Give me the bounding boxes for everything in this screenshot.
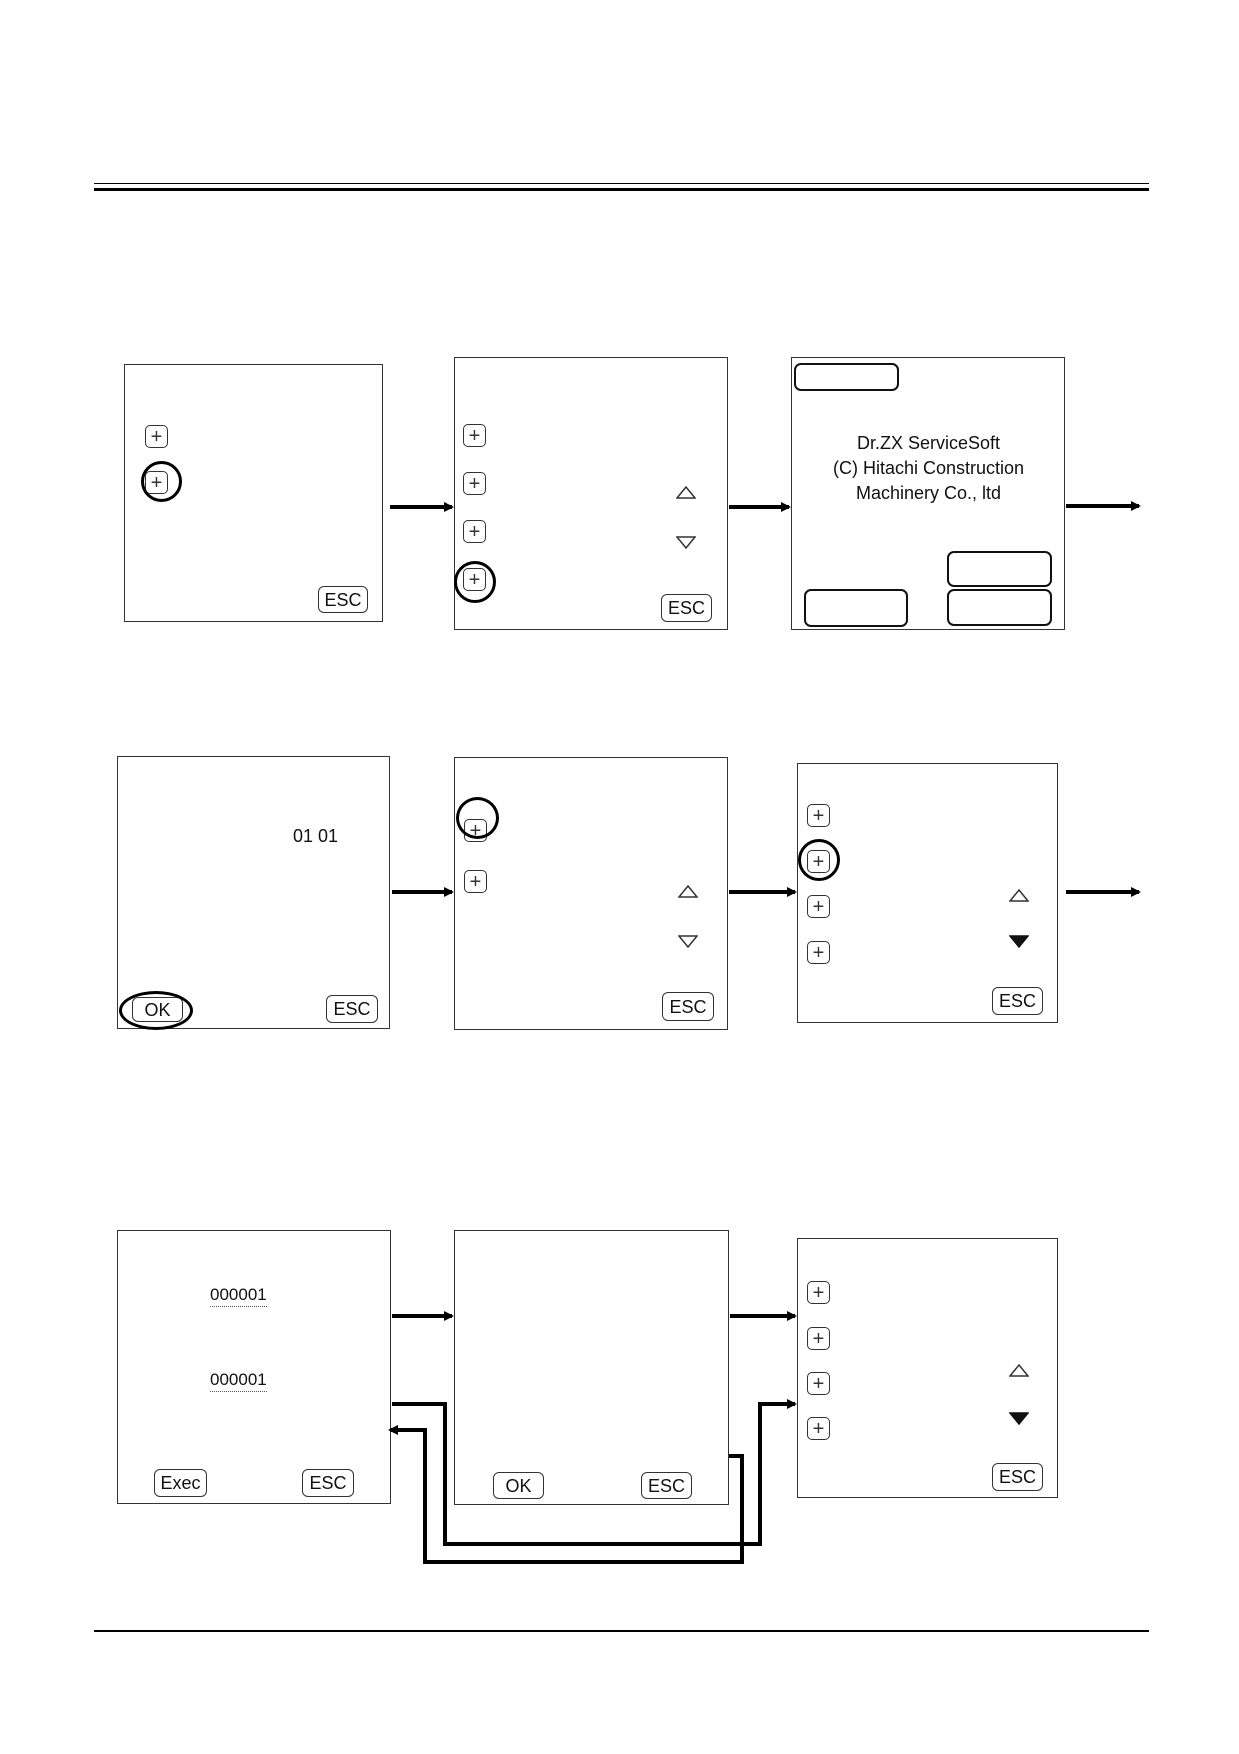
- footer-rule: [94, 1630, 1149, 1632]
- arrow-7-to-9-loop: [392, 1399, 797, 1546]
- scroll-down-icon[interactable]: [676, 535, 696, 549]
- scroll-down-icon[interactable]: [678, 934, 698, 948]
- scroll-down-filled-icon[interactable]: [1009, 1411, 1029, 1425]
- plus-icon[interactable]: +: [807, 895, 830, 918]
- plus-icon[interactable]: +: [463, 520, 486, 543]
- screen-7: 000001 000001 Exec ESC: [117, 1230, 391, 1504]
- scroll-up-icon[interactable]: [1009, 889, 1029, 903]
- exec-button[interactable]: Exec: [154, 1469, 207, 1497]
- date-value: 01 01: [293, 826, 339, 846]
- about-text: Dr.ZX ServiceSoft (C) Hitachi Constructi…: [807, 431, 1050, 506]
- scroll-up-icon[interactable]: [678, 885, 698, 899]
- plus-icon[interactable]: +: [464, 870, 487, 893]
- plus-icon[interactable]: +: [807, 1281, 830, 1304]
- screen-3-right-button-bottom[interactable]: [947, 589, 1052, 626]
- screen-3-right-button-top[interactable]: [947, 551, 1052, 587]
- esc-button[interactable]: ESC: [992, 1463, 1043, 1491]
- counter-field-2[interactable]: 000001: [210, 1370, 267, 1392]
- scroll-down-filled-icon[interactable]: [1009, 934, 1029, 948]
- scroll-up-icon[interactable]: [1009, 1364, 1029, 1378]
- screen-3-top-box[interactable]: [794, 363, 899, 391]
- about-line-1: Dr.ZX ServiceSoft: [856, 433, 1001, 453]
- plus-icon[interactable]: +: [807, 1372, 830, 1395]
- esc-button[interactable]: ESC: [992, 987, 1043, 1015]
- selection-circle: [454, 561, 496, 603]
- selection-circle: [798, 839, 840, 881]
- about-line-3: Machinery Co., ltd: [855, 483, 1002, 503]
- screen-9: + + + + ESC: [797, 1238, 1058, 1498]
- screen-3-left-button[interactable]: [804, 589, 908, 627]
- esc-button[interactable]: ESC: [326, 995, 378, 1023]
- plus-icon[interactable]: +: [807, 1327, 830, 1350]
- plus-icon[interactable]: +: [807, 941, 830, 964]
- esc-button[interactable]: ESC: [318, 586, 368, 613]
- esc-button[interactable]: ESC: [302, 1469, 354, 1497]
- plus-icon[interactable]: +: [463, 424, 486, 447]
- esc-button[interactable]: ESC: [661, 594, 712, 622]
- screen-1: + + ESC: [124, 364, 383, 622]
- esc-button[interactable]: ESC: [641, 1472, 692, 1499]
- screen-5: + + ESC: [454, 757, 728, 1030]
- arrow-8-to-7-loop: [388, 1425, 744, 1564]
- selection-circle: [456, 797, 499, 839]
- plus-icon[interactable]: +: [807, 1417, 830, 1440]
- scroll-up-icon[interactable]: [676, 486, 696, 500]
- esc-button[interactable]: ESC: [662, 992, 714, 1021]
- screen-8: OK ESC: [454, 1230, 729, 1505]
- about-line-2: (C) Hitachi Construction: [832, 458, 1025, 478]
- selection-circle: [141, 461, 182, 502]
- plus-icon[interactable]: +: [807, 804, 830, 827]
- plus-icon[interactable]: +: [145, 425, 168, 448]
- header-rule-thin: [94, 183, 1149, 184]
- counter-field-1[interactable]: 000001: [210, 1285, 267, 1307]
- ok-button[interactable]: OK: [493, 1472, 544, 1499]
- header-rule-thick: [94, 188, 1149, 191]
- screen-2: + + + + ESC: [454, 357, 728, 630]
- plus-icon[interactable]: +: [463, 472, 486, 495]
- selection-circle: [119, 991, 193, 1030]
